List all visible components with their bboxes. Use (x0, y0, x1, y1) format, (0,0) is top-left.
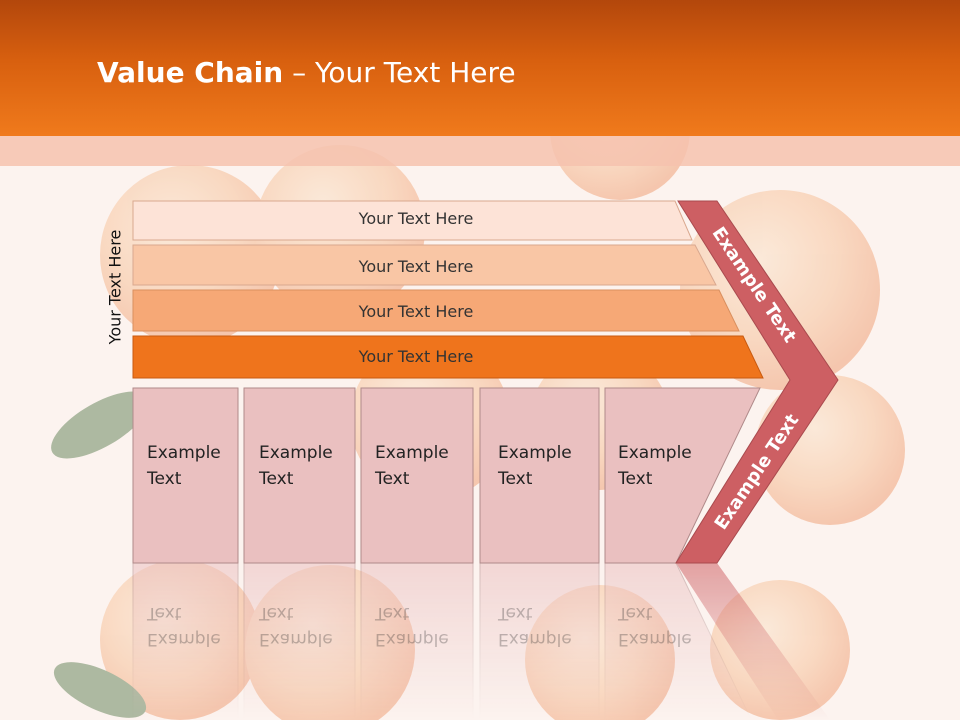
title-rest: – Your Text Here (283, 56, 516, 89)
chevron-arrow (675, 200, 839, 564)
box-1 (132, 387, 239, 564)
bar-4 (132, 335, 764, 379)
box-2 (243, 387, 356, 564)
page-title: Value Chain – Your Text Here (97, 56, 516, 89)
bar-3-label: Your Text Here (358, 302, 474, 321)
header-band (0, 0, 960, 136)
bar-1 (132, 200, 693, 241)
bar-2 (132, 244, 717, 286)
bar-3 (132, 289, 740, 332)
box-3-label: Example Text (375, 443, 449, 489)
title-bold: Value Chain (97, 56, 284, 89)
box-5-label: Example Text (618, 443, 692, 489)
bar-2-label: Your Text Here (358, 257, 474, 276)
bar-1-label: Your Text Here (358, 209, 474, 228)
box-4 (479, 387, 600, 564)
box-1-label: Example Text (147, 443, 221, 489)
header-strip (0, 136, 960, 166)
box-2-label: Example Text (259, 443, 333, 489)
box-3 (360, 387, 474, 564)
bar-4-label: Your Text Here (358, 347, 474, 366)
box-4-label: Example Text (498, 443, 572, 489)
